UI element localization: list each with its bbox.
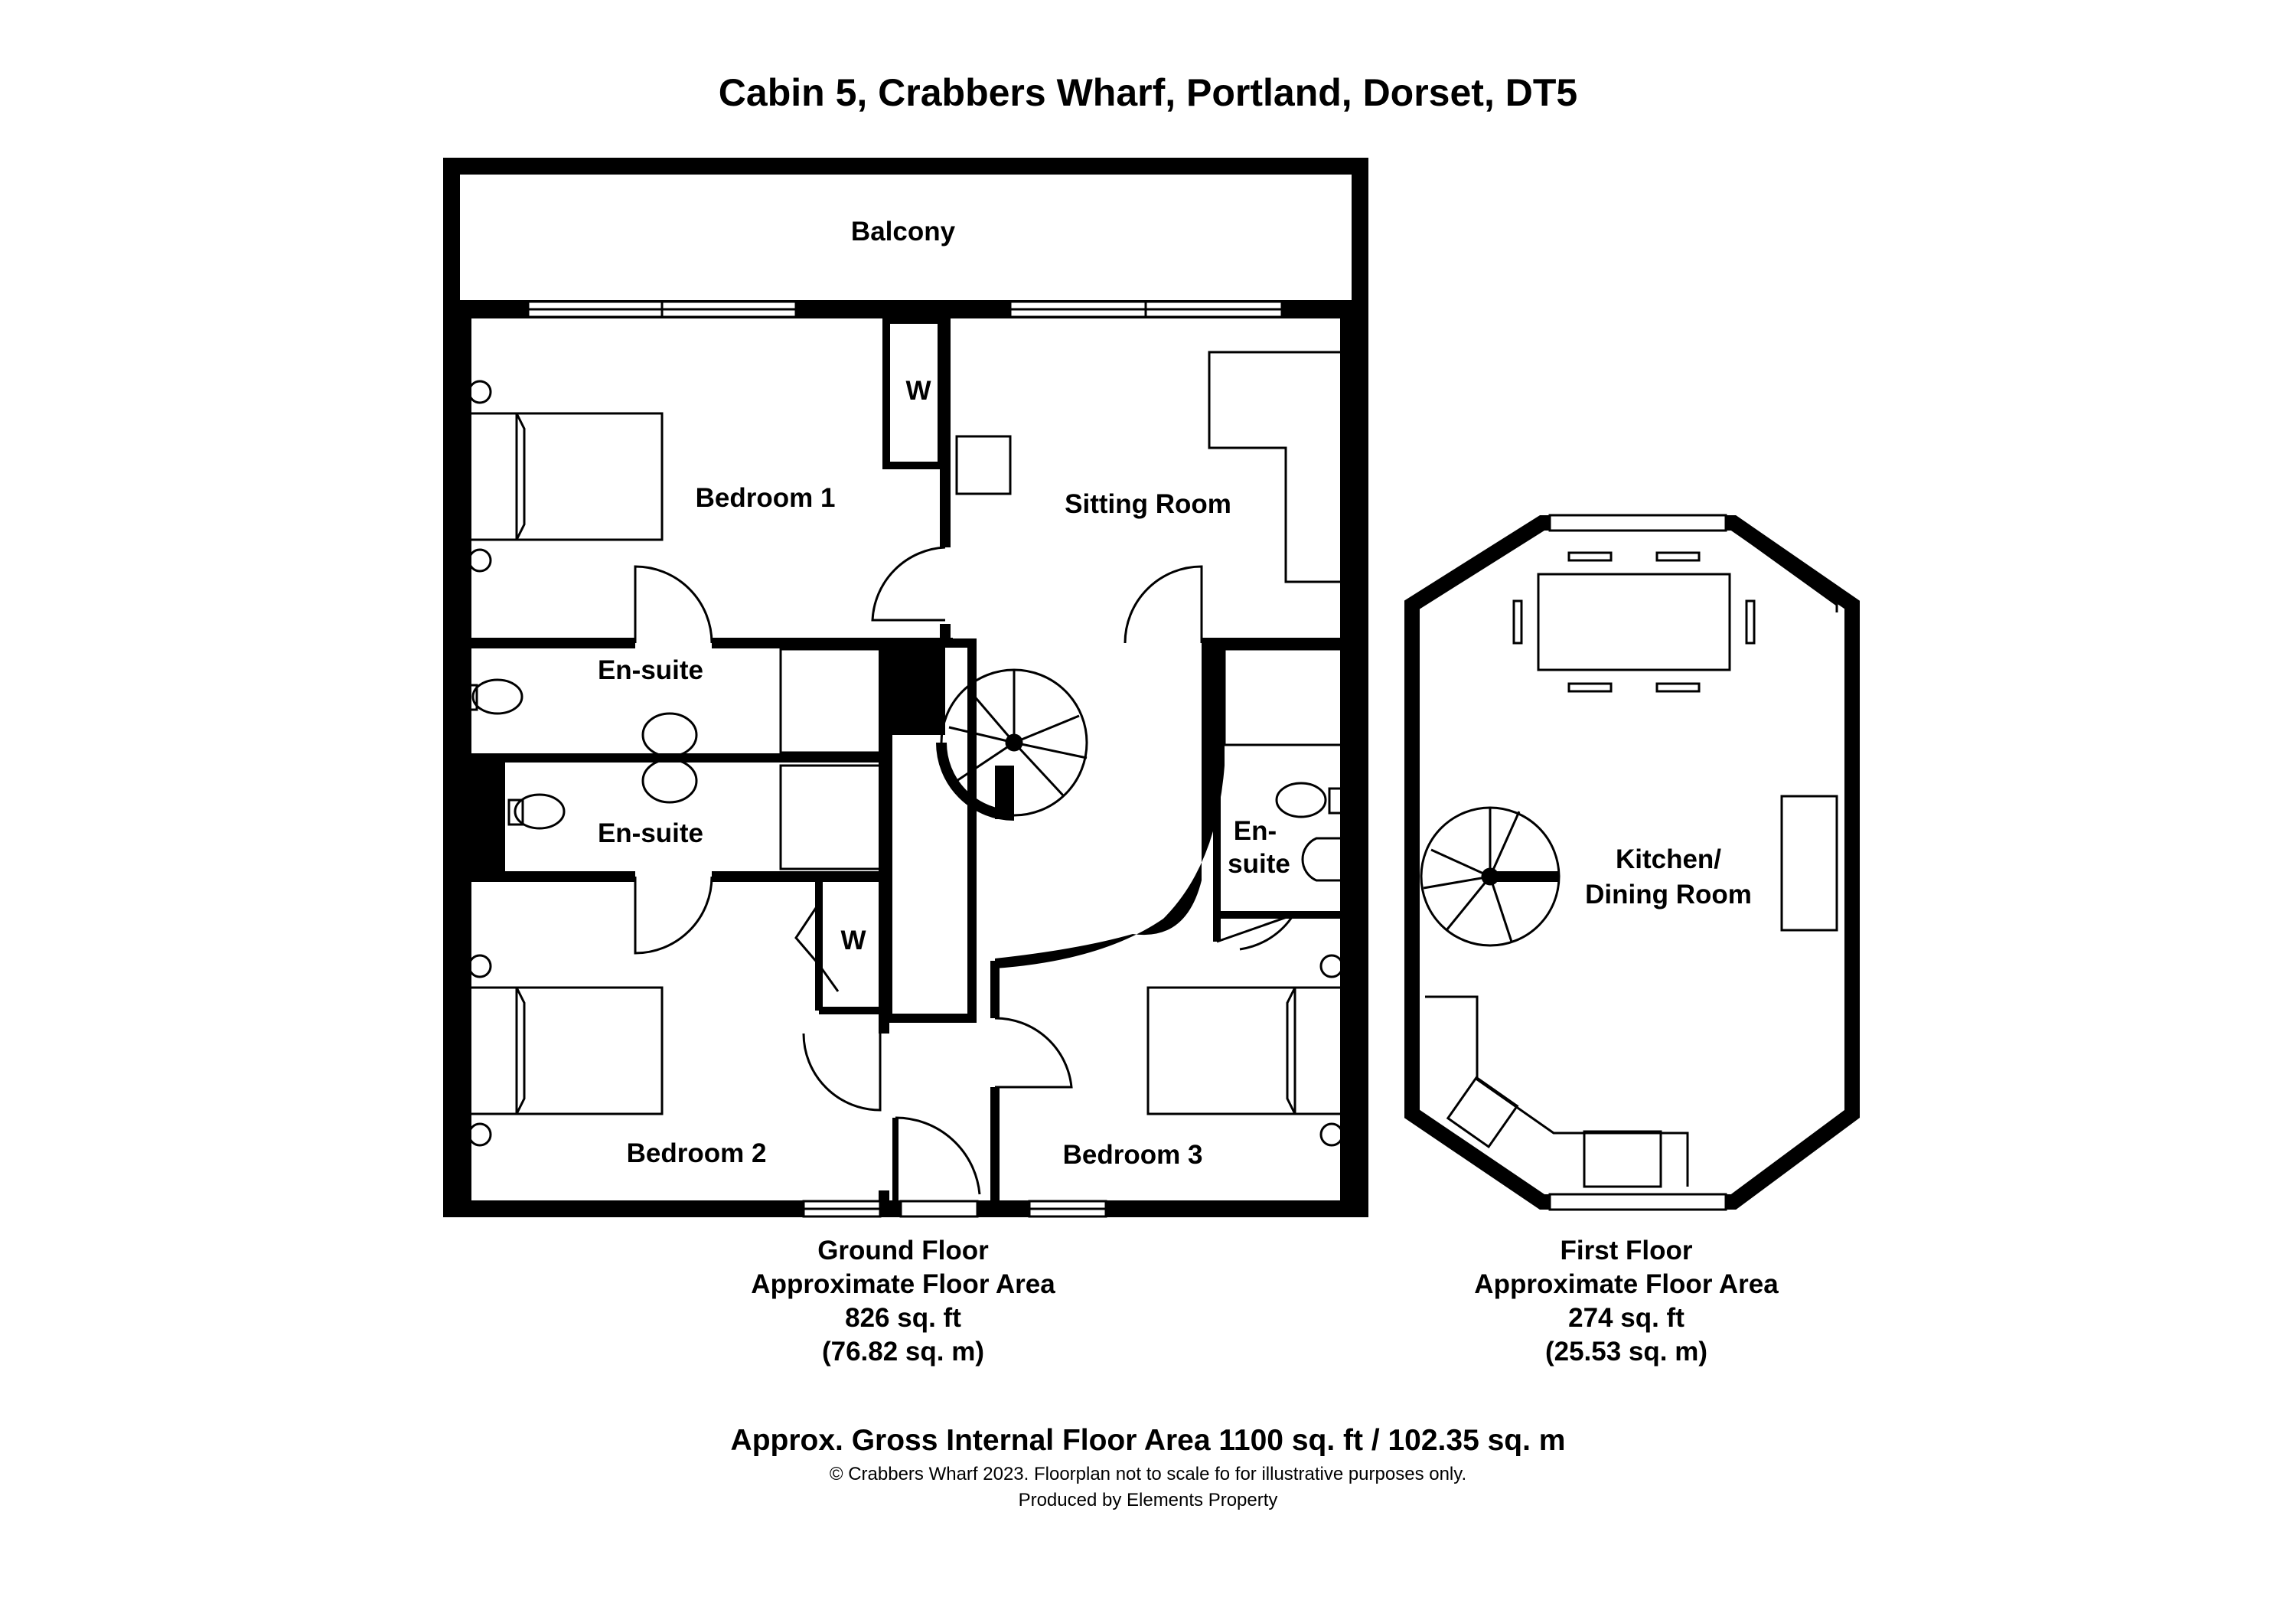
room-label-balcony: Balcony: [850, 217, 956, 247]
first-floor-caption-subtitle: Approximate Floor Area: [1474, 1269, 1779, 1299]
first-floor-area-sqft: 274 sq. ft: [1568, 1303, 1684, 1333]
room-label-ensuite-1: En-suite: [597, 655, 704, 685]
ground-floor-plan: [443, 158, 1368, 1218]
room-label-ensuite-3-line1: En-: [1233, 816, 1277, 846]
room-label-sitting-room: Sitting Room: [1065, 489, 1231, 519]
first-floor-area-sqm: (25.53 sq. m): [1544, 1337, 1708, 1367]
bed-bedroom1: [461, 380, 664, 573]
bed-bedroom2: [461, 954, 664, 1147]
spiral-staircase-first: [1420, 806, 1561, 947]
room-label-bedroom2: Bedroom 2: [626, 1138, 767, 1168]
spiral-staircase-ground: [936, 668, 1088, 821]
ground-floor-caption-title: Ground Floor: [817, 1236, 989, 1265]
ground-floor-area-sqft: 826 sq. ft: [845, 1303, 961, 1333]
room-label-ensuite-2: En-suite: [597, 818, 704, 848]
room-label-bedroom3: Bedroom 3: [1062, 1140, 1203, 1170]
room-label-kitchen-line1: Kitchen/: [1615, 844, 1722, 874]
window-sitting-room: [1009, 300, 1283, 318]
curved-hall-wall: [995, 643, 1225, 968]
kitchen-counter: [1425, 995, 1689, 1187]
first-floor-outer-wall: [1404, 515, 1860, 1210]
ground-floor-caption-subtitle: Approximate Floor Area: [751, 1269, 1055, 1299]
room-label-bedroom1: Bedroom 1: [695, 483, 836, 513]
produced-by: Produced by Elements Property: [1018, 1490, 1278, 1510]
wardrobe-1: [882, 316, 945, 469]
room-label-wardrobe-1: W: [905, 376, 931, 406]
copyright-note: © Crabbers Wharf 2023. Floorplan not to …: [829, 1464, 1467, 1484]
ground-floor-area-sqm: (76.82 sq. m): [821, 1337, 985, 1367]
dining-table: [1512, 551, 1756, 693]
ensuite-fixtures: [461, 648, 1345, 882]
room-label-ensuite-3-line2: suite: [1228, 849, 1290, 879]
sofa: [1208, 351, 1345, 583]
first-floor-plan: [1404, 514, 1860, 1211]
gross-floor-area: Approx. Gross Internal Floor Area 1100 s…: [730, 1424, 1566, 1457]
room-label-kitchen-line2: Dining Room: [1585, 880, 1752, 909]
window-bedroom1: [527, 300, 797, 318]
wardrobe-2: [794, 903, 840, 992]
room-label-wardrobe-2: W: [840, 926, 866, 955]
page-title: Cabin 5, Crabbers Wharf, Portland, Dorse…: [718, 71, 1578, 114]
first-floor-caption-title: First Floor: [1560, 1236, 1693, 1265]
bed-bedroom3: [1146, 954, 1349, 1147]
